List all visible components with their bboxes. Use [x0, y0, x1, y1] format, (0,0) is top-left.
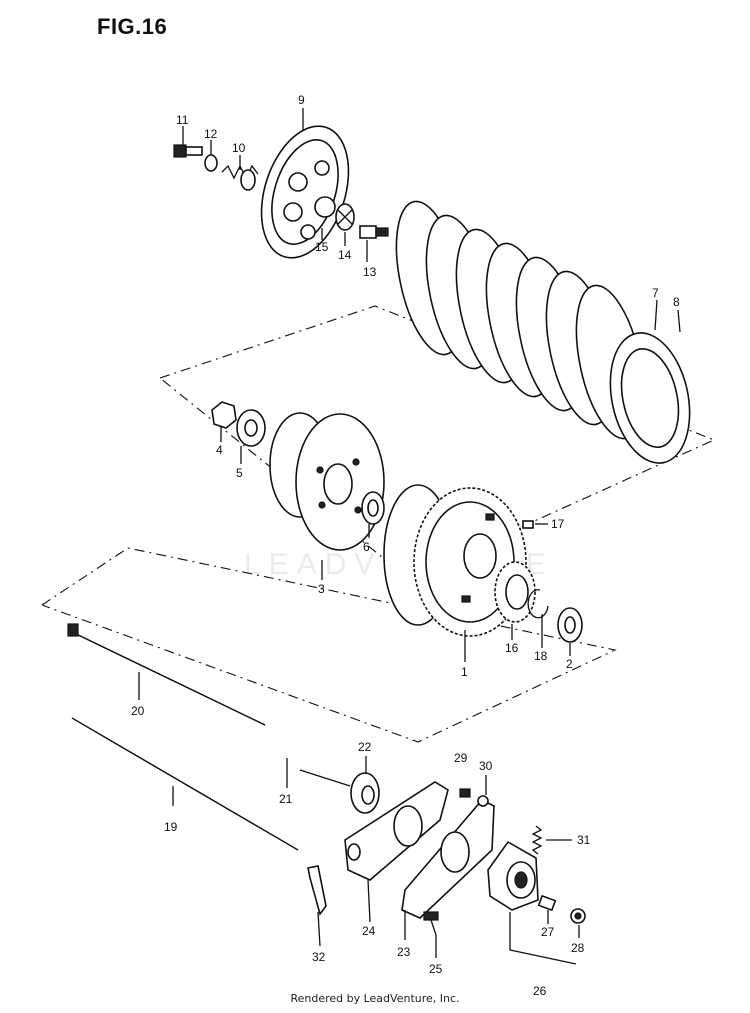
adjuster-nut[interactable]: [570, 908, 586, 924]
callout-18: 18: [534, 649, 548, 663]
clutch-push-rod-short[interactable]: [71, 717, 299, 851]
figure-title: FIG.16: [97, 14, 168, 39]
callout-24: 24: [362, 924, 376, 938]
callout-29: 29: [454, 751, 468, 765]
callout-10: 10: [232, 141, 246, 155]
pressure-plate[interactable]: [246, 115, 364, 269]
callout-21: 21: [279, 792, 293, 806]
callout-2: 2: [566, 657, 573, 671]
callout-3: 3: [318, 582, 325, 596]
callout-32: 32: [312, 950, 326, 964]
callout-14: 14: [338, 248, 352, 262]
callout-20: 20: [131, 704, 145, 718]
housing-pin[interactable]: [522, 520, 534, 529]
callout-17: 17: [551, 517, 565, 531]
bolt-washer[interactable]: [204, 154, 218, 172]
push-rod-end[interactable]: [299, 769, 351, 787]
thrust-washer[interactable]: [361, 491, 385, 525]
callout-15: 15: [315, 240, 329, 254]
callout-5: 5: [236, 466, 243, 480]
clutch-bolt[interactable]: [173, 144, 203, 158]
callout-27: 27: [541, 925, 555, 939]
clutch-nut[interactable]: [211, 401, 237, 429]
callout-22: 22: [358, 740, 372, 754]
release-bearing[interactable]: [335, 203, 355, 231]
release-gasket[interactable]: [344, 781, 449, 881]
callout-11: 11: [176, 113, 189, 127]
clutch-release-assembly[interactable]: [487, 840, 539, 911]
leader-lines: [138, 108, 681, 965]
callout-19: 19: [164, 820, 178, 834]
callout-16: 16: [505, 641, 519, 655]
clutch-sleeve-hub[interactable]: [269, 412, 385, 551]
callout-26: 26: [533, 984, 547, 998]
callout-12: 12: [204, 127, 218, 141]
callout-7: 7: [652, 286, 659, 300]
callout-6: 6: [363, 540, 370, 554]
oil-pump-drive-gear[interactable]: [494, 561, 536, 623]
oil-seal[interactable]: [350, 772, 380, 814]
push-piece[interactable]: [359, 225, 389, 239]
lower-assembly-frame: [41, 547, 617, 743]
lock-washer[interactable]: [236, 409, 266, 447]
clutch-push-rod-long[interactable]: [67, 623, 266, 726]
callout-25: 25: [429, 962, 443, 976]
callout-8: 8: [673, 295, 680, 309]
spacer-washer[interactable]: [557, 607, 583, 643]
release-pin[interactable]: [537, 894, 557, 912]
release-lever[interactable]: [307, 865, 327, 916]
render-credit: Rendered by LeadVenture, Inc.: [290, 992, 460, 1005]
clutch-plate-stack[interactable]: [384, 195, 700, 470]
cover-bolt[interactable]: [423, 911, 439, 936]
cover-screw[interactable]: [459, 788, 471, 798]
callout-4: 4: [216, 443, 223, 457]
callout-31: 31: [577, 833, 591, 847]
return-spring[interactable]: [531, 825, 543, 855]
callout-13: 13: [363, 265, 377, 279]
circlip[interactable]: [527, 589, 549, 619]
callout-1: 1: [461, 665, 468, 679]
callout-9: 9: [298, 93, 305, 107]
callout-30: 30: [479, 759, 493, 773]
callout-23: 23: [397, 945, 411, 959]
cover-washer[interactable]: [477, 795, 489, 807]
callout-28: 28: [571, 941, 585, 955]
